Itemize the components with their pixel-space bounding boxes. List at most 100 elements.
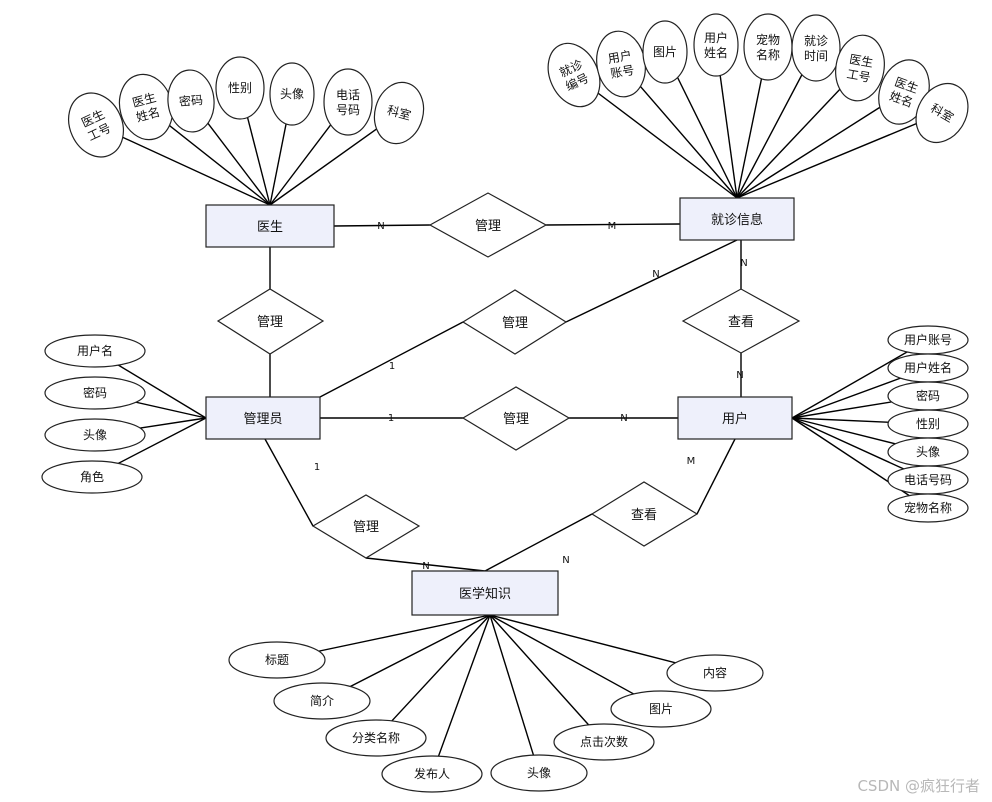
svg-text:标题: 标题 xyxy=(265,653,289,667)
relationship-line xyxy=(696,438,736,515)
attribute-visit: 科室 xyxy=(915,82,969,144)
attribute-line xyxy=(573,74,738,199)
svg-text:分类名称: 分类名称 xyxy=(352,730,400,745)
svg-text:就诊: 就诊 xyxy=(804,34,828,48)
svg-text:简介: 简介 xyxy=(310,694,334,708)
attribute-visit: 用户姓名 xyxy=(693,13,739,77)
svg-text:电话号码: 电话号码 xyxy=(904,473,952,487)
svg-text:管理: 管理 xyxy=(257,315,283,330)
relationship-admin-visit: 管理 xyxy=(461,289,568,355)
attribute-knowledge: 内容 xyxy=(666,654,764,692)
attribute-line xyxy=(489,614,540,774)
svg-text:点击次数: 点击次数 xyxy=(580,734,628,749)
svg-text:就诊信息: 就诊信息 xyxy=(711,212,763,228)
svg-text:时间: 时间 xyxy=(804,49,828,63)
svg-text:内容: 内容 xyxy=(703,665,727,680)
attribute-admin: 密码 xyxy=(44,376,146,410)
svg-text:科室: 科室 xyxy=(386,102,413,123)
relationship-user-visit: 查看 xyxy=(681,288,801,354)
svg-text:管理员: 管理员 xyxy=(243,412,282,427)
card-admin-user-user: N xyxy=(620,413,627,424)
attribute-user: 电话号码 xyxy=(887,465,969,495)
attribute-line xyxy=(791,417,929,509)
attribute-visit: 用户账号 xyxy=(596,30,646,98)
svg-text:电话: 电话 xyxy=(336,88,360,102)
svg-text:用户名: 用户名 xyxy=(77,343,113,358)
entity-visit: 就诊信息 xyxy=(679,197,795,241)
attribute-line xyxy=(375,614,491,739)
attribute-admin: 用户名 xyxy=(44,334,146,368)
attribute-visit: 宠物名称 xyxy=(743,13,793,81)
attribute-knowledge: 点击次数 xyxy=(553,723,655,761)
attribute-line xyxy=(736,91,905,199)
attribute-user: 用户账号 xyxy=(887,325,969,355)
attribute-knowledge: 标题 xyxy=(228,641,326,679)
card-user-knowledge-knowledge: N xyxy=(562,555,569,566)
attribute-admin: 头像 xyxy=(44,418,146,452)
relationship-doctor-admin: 管理 xyxy=(216,288,325,355)
relationship-admin-user: 管理 xyxy=(461,386,571,451)
svg-text:密码: 密码 xyxy=(178,92,203,109)
relationship-line xyxy=(365,557,486,572)
svg-text:发布人: 发布人 xyxy=(414,766,450,781)
svg-text:密码: 密码 xyxy=(916,388,940,403)
attribute-knowledge: 图片 xyxy=(610,690,712,728)
entity-doctor: 医生 xyxy=(205,204,335,248)
relationship-admin-knowledge: 管理 xyxy=(311,494,421,559)
attribute-doctor: 头像 xyxy=(269,62,315,126)
card-doctor-visit-doctor: N xyxy=(377,221,384,232)
svg-text:角色: 角色 xyxy=(80,470,104,484)
svg-text:头像: 头像 xyxy=(527,766,551,780)
entity-admin: 管理员 xyxy=(205,396,321,440)
svg-text:头像: 头像 xyxy=(83,428,107,442)
relationship-line xyxy=(319,321,464,398)
svg-text:查看: 查看 xyxy=(631,507,657,523)
svg-text:头像: 头像 xyxy=(280,87,304,101)
attribute-ovals: 医生工号医生姓名密码性别头像电话号码科室就诊编号用户账号图片用户姓名宠物名称就诊… xyxy=(41,13,969,793)
attribute-doctor: 电话号码 xyxy=(323,68,373,136)
svg-text:管理: 管理 xyxy=(503,412,529,427)
card-user-knowledge-user: M xyxy=(687,456,696,467)
relationship-line xyxy=(264,438,314,527)
svg-text:性别: 性别 xyxy=(916,417,940,431)
svg-text:用户: 用户 xyxy=(607,47,633,66)
attribute-user: 宠物名称 xyxy=(887,493,969,523)
attribute-knowledge: 简介 xyxy=(273,682,371,720)
relationship-user-knowledge: 查看 xyxy=(590,481,699,547)
connector-lines xyxy=(91,44,943,775)
svg-text:宠物: 宠物 xyxy=(756,32,780,47)
entity-knowledge: 医学知识 xyxy=(411,570,559,616)
attribute-user: 性别 xyxy=(887,409,969,439)
attribute-line xyxy=(489,614,605,743)
svg-text:用户: 用户 xyxy=(704,30,728,45)
card-doctor-visit-visit: M xyxy=(608,221,617,232)
entity-user: 用户 xyxy=(677,396,793,440)
svg-text:医生: 医生 xyxy=(131,90,158,110)
svg-text:图片: 图片 xyxy=(649,702,673,716)
svg-text:头像: 头像 xyxy=(916,445,940,459)
relationship-line xyxy=(565,239,738,323)
svg-text:姓名: 姓名 xyxy=(134,104,161,125)
attribute-user: 密码 xyxy=(887,381,969,411)
svg-text:医生: 医生 xyxy=(257,220,283,235)
svg-text:账号: 账号 xyxy=(609,63,635,81)
attribute-knowledge: 头像 xyxy=(490,754,588,792)
attribute-line xyxy=(791,339,929,419)
attribute-knowledge: 发布人 xyxy=(381,755,483,793)
svg-text:用户: 用户 xyxy=(722,411,748,427)
card-admin-knowledge-knowledge: N xyxy=(422,561,429,572)
attribute-user: 用户姓名 xyxy=(887,353,969,383)
svg-text:管理: 管理 xyxy=(353,520,379,535)
svg-text:名称: 名称 xyxy=(756,47,780,62)
attribute-line xyxy=(489,614,662,710)
relationship-doctor-visit: 管理 xyxy=(428,192,548,258)
attribute-user: 头像 xyxy=(887,437,969,467)
attribute-doctor: 密码 xyxy=(167,69,215,133)
relationship-line xyxy=(484,513,593,572)
watermark: CSDN @疯狂行者 xyxy=(857,777,980,795)
